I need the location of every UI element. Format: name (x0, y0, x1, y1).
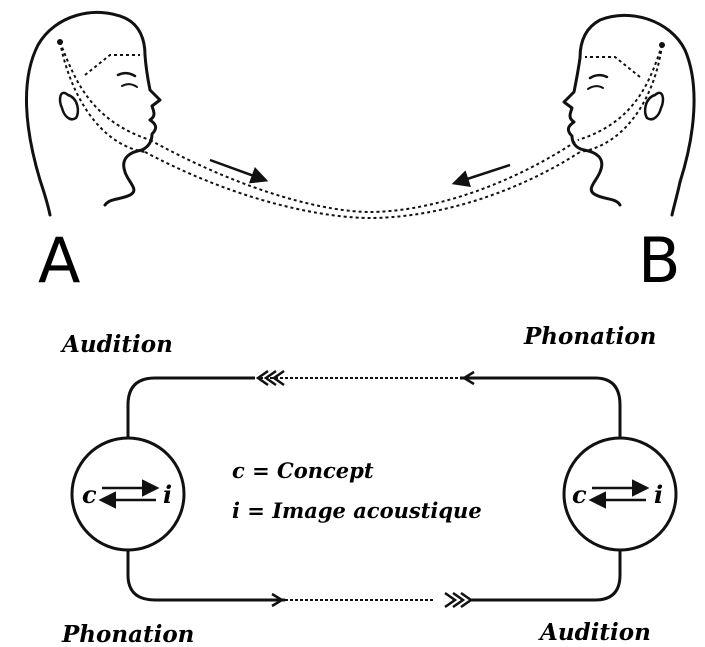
circuit-loop-top-right (460, 376, 622, 440)
label-bottom-left-phonation: Phonation (61, 621, 194, 647)
head-b-auditory-path (577, 44, 663, 141)
left-circle-c: c (82, 480, 97, 509)
circuit-loop-bottom-right (470, 550, 622, 602)
head-b-figure (562, 13, 696, 217)
label-top-right-phonation: Phonation (523, 323, 656, 350)
label-bottom-right-audition: Audition (538, 619, 651, 646)
top-arrowheads (255, 369, 475, 387)
sound-path-upper (149, 139, 579, 214)
head-b-hairline (585, 56, 641, 78)
head-b-phonatory-path (579, 44, 663, 153)
speaker-a-label: A (38, 224, 80, 297)
right-circle-i: i (654, 480, 663, 509)
head-a-hairline (84, 54, 140, 76)
circuit-loop-left (126, 376, 255, 440)
arrow-b-to-a (451, 163, 511, 187)
head-a-figure (25, 10, 162, 217)
legend-image-acoustique: i = Image acoustique (232, 498, 482, 523)
right-brain-circle (562, 436, 678, 552)
circuit-loop-bottom-left (126, 550, 285, 602)
head-a-phonatory-path (59, 41, 146, 153)
label-top-left-audition: Audition (60, 331, 173, 358)
arrow-a-to-b (209, 158, 269, 184)
legend-concept: c = Concept (232, 458, 374, 483)
right-circle-c: c (572, 480, 587, 509)
bottom-arrowheads (271, 591, 474, 609)
left-brain-circle (70, 436, 186, 552)
speaker-b-label: B (638, 224, 681, 297)
sound-path-lower (144, 151, 581, 220)
left-circle-i: i (163, 480, 172, 509)
head-a-auditory-path (59, 41, 151, 141)
